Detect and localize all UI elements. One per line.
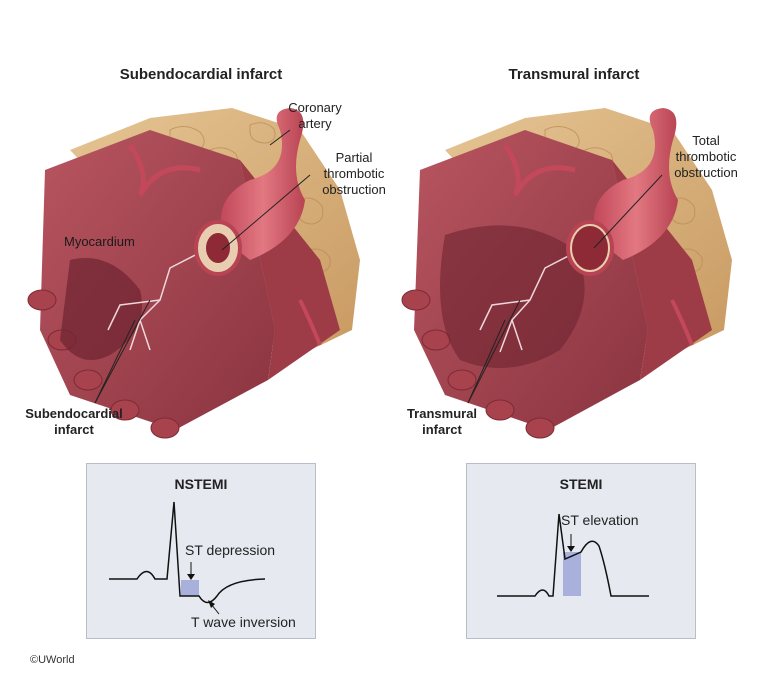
right-heart-illustration	[401, 108, 732, 439]
stemi-waveform	[497, 513, 649, 597]
left-coronary-artery	[220, 108, 305, 260]
copyright: ©UWorld	[30, 654, 75, 666]
label-subendocardial-infarct: Subendocardial infarct	[25, 406, 123, 437]
st-elevation-highlight	[563, 552, 581, 596]
label-myocardium: Myocardium	[64, 234, 135, 249]
st-elevation-label: ST elevation	[561, 512, 639, 528]
stemi-title: STEMI	[559, 476, 603, 492]
label-transmural-infarct: Transmural infarct	[406, 406, 478, 437]
left-heart-illustration	[27, 108, 360, 439]
nstemi-waveform	[109, 501, 266, 604]
right-coronary-artery	[593, 108, 678, 260]
right-panel-title: Transmural infarct	[508, 66, 640, 83]
right-infarct-region	[440, 225, 585, 368]
label-coronary-artery: Coronary artery	[288, 100, 342, 131]
nstemi-ecg-trace	[109, 501, 266, 615]
left-infarct-region	[60, 258, 142, 360]
left-panel-title: Subendocardial infarct	[119, 66, 283, 83]
right-thrombus-total	[572, 226, 608, 270]
t-wave-inversion-label: T wave inversion	[191, 614, 296, 630]
nstemi-title: NSTEMI	[174, 476, 228, 492]
stemi-ecg-trace	[497, 513, 649, 597]
st-depression-label: ST depression	[185, 542, 276, 558]
stemi-ecg-box: STEMI ST elevation	[466, 463, 696, 639]
st-depression-highlight	[181, 580, 199, 596]
label-partial-obstruction: Partial thrombotic obstruction	[322, 150, 386, 197]
left-thrombus-partial	[206, 233, 230, 263]
nstemi-ecg-box: NSTEMI ST depression T wave inversion	[86, 463, 316, 639]
label-total-obstruction: Total thrombotic obstruction	[674, 133, 738, 180]
